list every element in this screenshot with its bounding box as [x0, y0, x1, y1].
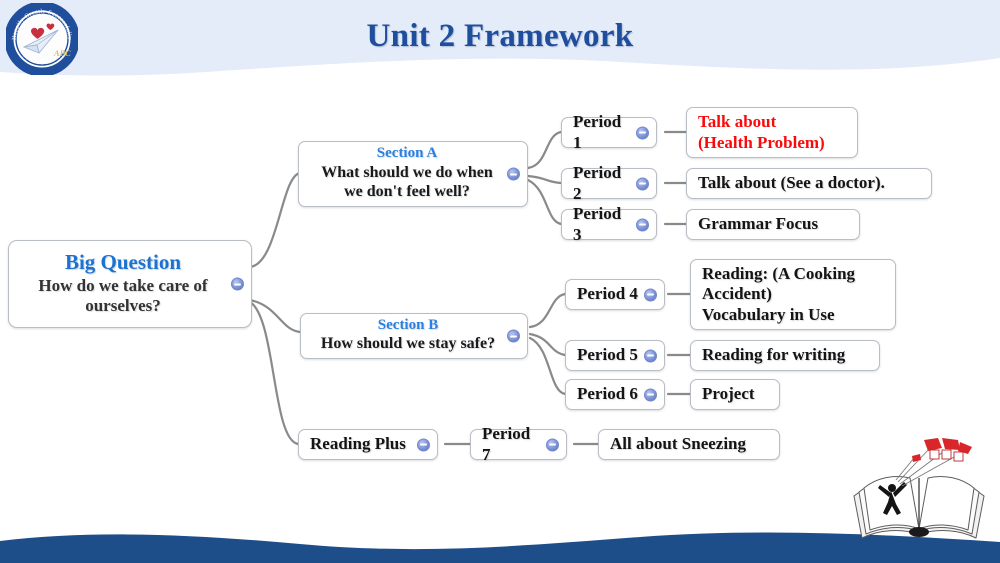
leaf-period-6-text: Project	[702, 384, 755, 404]
minus-circle-icon[interactable]	[507, 167, 520, 181]
period-5-label: Period 5	[577, 345, 638, 365]
connector-section-a-to-period-2	[526, 174, 563, 185]
period-2-label: Period 2	[573, 163, 622, 203]
node-big-question[interactable]: Big Question How do we take care of ours…	[8, 240, 252, 328]
leaf-period-1-line-1: Talk about	[698, 112, 777, 132]
node-period-2[interactable]: Period 2	[561, 163, 657, 203]
node-period-4[interactable]: Period 4	[565, 279, 665, 310]
minus-circle-icon[interactable]	[636, 177, 649, 190]
node-leaf-period-5[interactable]: Reading for writing	[690, 340, 880, 371]
node-period-1[interactable]: Period 1	[561, 112, 657, 152]
period-6-label: Period 6	[577, 384, 638, 404]
period-4-label: Period 4	[577, 284, 638, 304]
minus-circle-icon[interactable]	[644, 349, 657, 362]
minus-circle-icon[interactable]	[546, 438, 559, 451]
big-question-subtitle: How do we take care of ourselves?	[38, 276, 208, 316]
connector-section-b-to-period-6	[528, 336, 567, 396]
period-3-label: Period 3	[573, 204, 622, 244]
leaf-period-2-text: Talk about (See a doctor).	[698, 173, 885, 193]
node-section-a[interactable]: Section A What should we do when we don'…	[298, 141, 528, 207]
section-b-subtitle: How should we stay safe?	[320, 335, 496, 353]
leaf-period-4-line-2: Accident)	[702, 284, 772, 304]
bottom-wave	[0, 532, 1000, 563]
connector-section-b-to-period-5	[528, 332, 567, 357]
minus-circle-icon[interactable]	[644, 388, 657, 401]
minus-circle-icon[interactable]	[417, 438, 430, 451]
period-7-label: Period 7	[482, 424, 531, 464]
period-1-label: Period 1	[573, 112, 622, 152]
leaf-period-3-text: Grammar Focus	[698, 214, 819, 234]
section-a-subtitle-line-2: we don't feel well?	[344, 182, 470, 200]
section-b-title: Section B	[377, 316, 439, 333]
node-leaf-period-3[interactable]: Grammar Focus	[686, 209, 860, 240]
leaf-period-7-text: All about Sneezing	[610, 434, 747, 454]
node-leaf-period-2[interactable]: Talk about (See a doctor).	[686, 168, 932, 199]
connector-section-a-to-period-1	[526, 130, 563, 170]
node-leaf-period-6[interactable]: Project	[690, 379, 780, 410]
reading-plus-label: Reading Plus	[310, 434, 406, 454]
connector-center-to-section-b	[248, 298, 302, 334]
leaf-period-1-line-2: (Health Problem)	[698, 132, 825, 152]
node-reading-plus[interactable]: Reading Plus	[298, 429, 438, 460]
connector-center-to-section-a	[248, 171, 302, 269]
section-a-title: Section A	[376, 145, 438, 162]
connector-section-b-to-period-4	[528, 292, 567, 329]
open-book-illustration	[853, 438, 985, 539]
minus-circle-icon[interactable]	[231, 277, 244, 291]
svg-text:ABC: ABC	[53, 49, 71, 58]
minus-circle-icon[interactable]	[636, 126, 649, 139]
node-leaf-period-7[interactable]: All about Sneezing	[598, 429, 780, 460]
leaf-period-4-line-1: Reading: (A Cooking	[702, 264, 856, 284]
leaf-period-5-text: Reading for writing	[702, 345, 846, 365]
minus-circle-icon[interactable]	[644, 288, 657, 301]
node-period-3[interactable]: Period 3	[561, 204, 657, 244]
connector-center-to-reading-plus	[248, 300, 300, 446]
section-a-subtitle-line-1: What should we do when	[321, 163, 493, 181]
leaf-period-4-line-3: Vocabulary in Use	[702, 304, 835, 324]
minus-circle-icon[interactable]	[507, 329, 520, 343]
minus-circle-icon[interactable]	[636, 218, 649, 231]
node-period-7[interactable]: Period 7	[470, 424, 567, 464]
node-section-b[interactable]: Section B How should we stay safe?	[300, 313, 528, 359]
connector-section-a-to-period-3	[526, 178, 563, 226]
big-question-title: Big Question	[64, 249, 182, 274]
node-leaf-period-1[interactable]: Talk about (Health Problem)	[686, 107, 858, 158]
node-period-5[interactable]: Period 5	[565, 340, 665, 371]
page-title: Unit 2 Framework	[366, 18, 634, 54]
node-leaf-period-4[interactable]: Reading: (A Cooking Accident) Vocabulary…	[690, 259, 896, 330]
school-logo: Happily Greatly Successfully 快乐成长 小博士学校 …	[6, 3, 78, 75]
node-period-6[interactable]: Period 6	[565, 379, 665, 410]
